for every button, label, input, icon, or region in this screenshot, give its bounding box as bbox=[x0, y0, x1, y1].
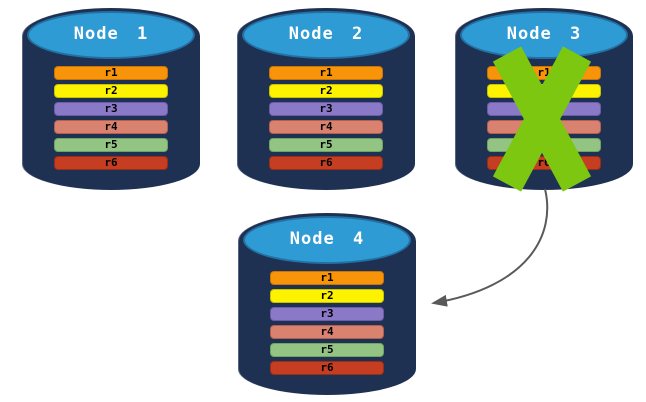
db-node-node2: Node 2 r1 r2 r3 r4 r5 r6 bbox=[237, 8, 415, 190]
db-node-node3: Node 3r1r2r3r4r5r6 bbox=[455, 8, 633, 192]
replica-row-r5: r5 bbox=[269, 138, 383, 152]
replica-row-r3: r3 bbox=[270, 307, 384, 321]
replica-row-r1: r1 bbox=[270, 271, 384, 285]
node-title: Node 1 bbox=[73, 24, 149, 44]
cylinder-top bbox=[242, 11, 410, 59]
cylinder-top bbox=[243, 216, 411, 264]
replica-row-r6: r6 bbox=[269, 156, 383, 170]
replica-row-r4: r4 bbox=[269, 120, 383, 134]
node-title: Node 4 bbox=[289, 229, 365, 249]
replica-row-r1: r1 bbox=[269, 66, 383, 80]
replica-row-list: r1 r2 r3 r4 r5 r6 bbox=[269, 271, 385, 379]
replica-row-r2: r2 bbox=[270, 289, 384, 303]
replica-row-r1: r1 bbox=[54, 66, 168, 80]
replica-row-list: r1 r2 r3 r4 r5 r6 bbox=[268, 66, 384, 174]
cylinder-top bbox=[27, 11, 195, 59]
cylinder-top bbox=[460, 11, 628, 59]
node-title: Node 3 bbox=[506, 24, 582, 44]
replica-row-r3: r3 bbox=[269, 102, 383, 116]
replica-row-list: r1 r2 r3 r4 r5 r6 bbox=[53, 66, 169, 174]
replica-row-r4: r4 bbox=[54, 120, 168, 134]
db-node-node4: Node 4 r1 r2 r3 r4 r5 r6 bbox=[238, 213, 416, 395]
replica-row-r5: r5 bbox=[270, 343, 384, 357]
replica-row-r2: r2 bbox=[269, 84, 383, 98]
replica-row-r5: r5 bbox=[54, 138, 168, 152]
x-mark-icon bbox=[492, 46, 592, 192]
arrow-curve bbox=[431, 188, 549, 307]
node-title: Node 2 bbox=[288, 24, 364, 44]
replica-row-r3: r3 bbox=[54, 102, 168, 116]
replica-row-r4: r4 bbox=[270, 325, 384, 339]
db-node-node1: Node 1 r1 r2 r3 r4 r5 r6 bbox=[22, 8, 200, 190]
replica-row-r6: r6 bbox=[54, 156, 168, 170]
replica-row-r2: r2 bbox=[54, 84, 168, 98]
replica-row-r6: r6 bbox=[270, 361, 384, 375]
